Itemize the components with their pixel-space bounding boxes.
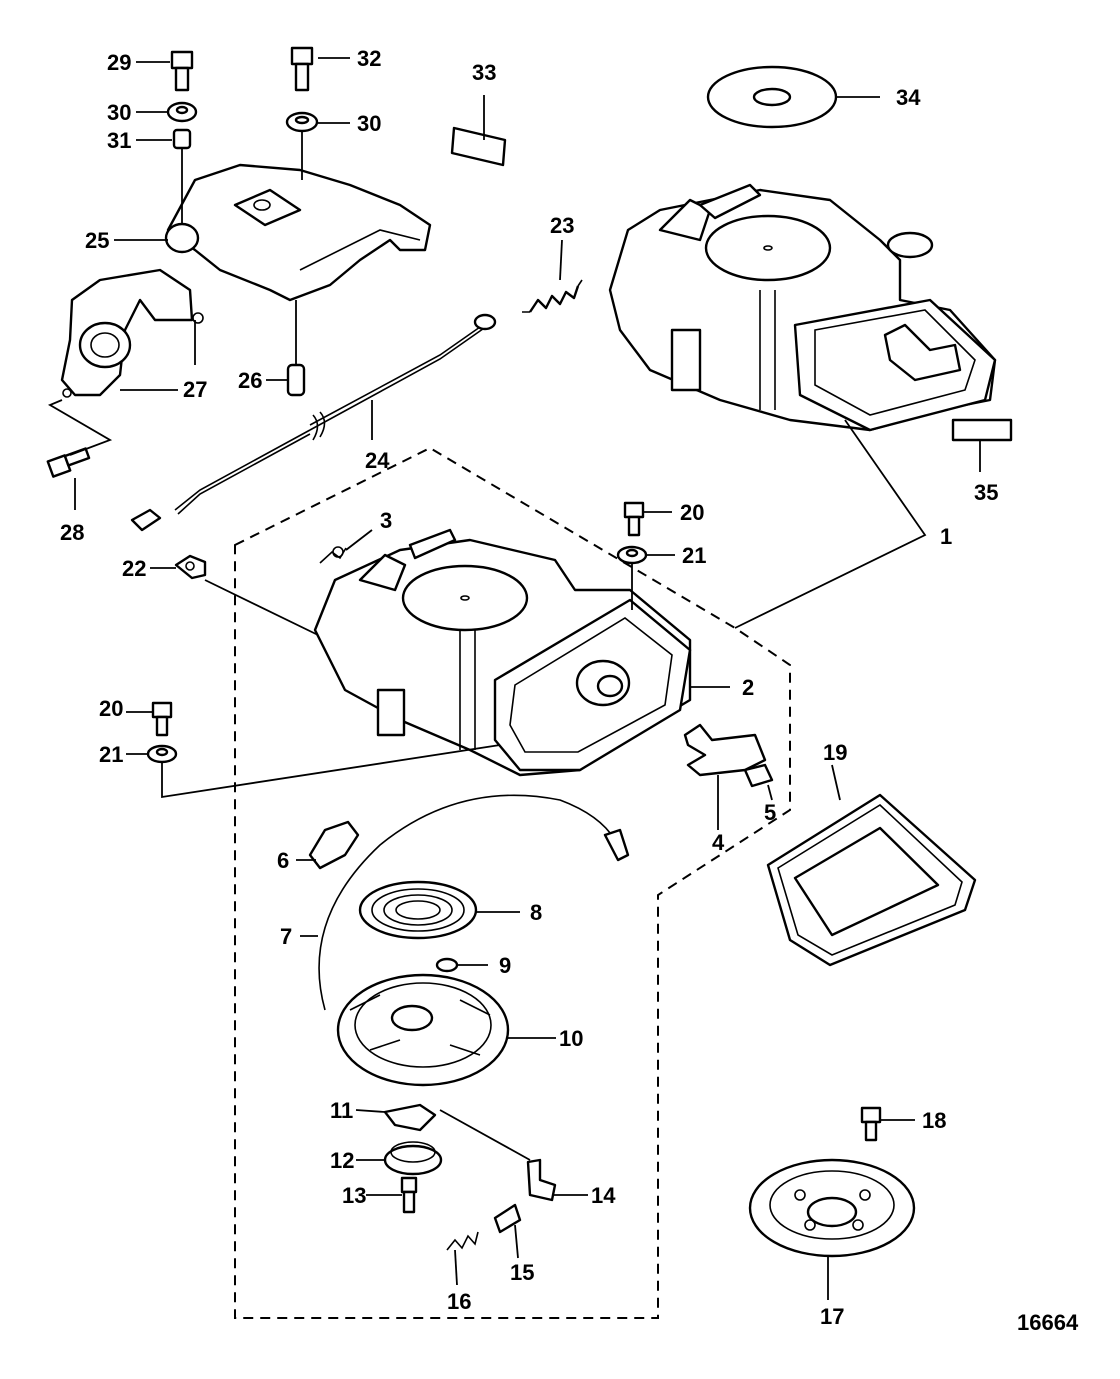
part-14-lever bbox=[526, 1158, 557, 1202]
callout-24: 24 bbox=[365, 448, 390, 473]
callout-33: 33 bbox=[472, 60, 496, 85]
part-11-pawl-plate bbox=[383, 1103, 437, 1132]
part-7-rope bbox=[318, 794, 630, 1011]
leader-lines bbox=[47, 57, 981, 1300]
part-31-bushing bbox=[172, 128, 192, 150]
callout-22: 22 bbox=[122, 556, 146, 581]
subassembly-boundary bbox=[234, 446, 791, 1319]
part-28-bolt bbox=[46, 447, 91, 478]
callout-7: 7 bbox=[280, 924, 292, 949]
callout-25: 25 bbox=[85, 228, 109, 253]
part-20-bolt-upper bbox=[623, 501, 645, 537]
callout-30-right: 30 bbox=[357, 111, 381, 136]
part-30-washer-left bbox=[166, 101, 198, 123]
callout-3: 3 bbox=[380, 508, 392, 533]
callout-21-lower: 21 bbox=[99, 742, 123, 767]
part-23-spring bbox=[522, 279, 583, 313]
callout-9: 9 bbox=[499, 953, 511, 978]
part-30-washer-right bbox=[285, 111, 319, 133]
part-21-washer-upper bbox=[616, 545, 648, 565]
callout-35: 35 bbox=[974, 480, 998, 505]
part-18-bolt bbox=[860, 1106, 882, 1142]
part-21-washer-lower bbox=[146, 744, 178, 764]
callout-18: 18 bbox=[922, 1108, 946, 1133]
callouts: 29 30 31 32 30 33 34 23 25 26 27 24 35 2… bbox=[60, 46, 998, 1329]
callout-31: 31 bbox=[107, 128, 131, 153]
part-34-disc bbox=[706, 65, 838, 129]
callout-23: 23 bbox=[550, 213, 574, 238]
part-35-label bbox=[951, 418, 1013, 442]
callout-26: 26 bbox=[238, 368, 262, 393]
callout-27: 27 bbox=[183, 377, 207, 402]
callout-8: 8 bbox=[530, 900, 542, 925]
callout-13: 13 bbox=[342, 1183, 366, 1208]
part-9-clip bbox=[435, 957, 459, 973]
callout-6: 6 bbox=[277, 848, 289, 873]
part-8-spring bbox=[358, 880, 478, 940]
callout-5: 5 bbox=[764, 800, 776, 825]
callout-32: 32 bbox=[357, 46, 381, 71]
part-5-insert bbox=[743, 763, 774, 788]
callout-19: 19 bbox=[823, 740, 847, 765]
callout-1: 1 bbox=[940, 524, 952, 549]
part-3-spring-clip bbox=[319, 546, 347, 564]
callout-28: 28 bbox=[60, 520, 84, 545]
callout-4: 4 bbox=[712, 830, 725, 855]
callout-29: 29 bbox=[107, 50, 131, 75]
part-12-cap bbox=[383, 1141, 443, 1176]
callout-34: 34 bbox=[896, 85, 921, 110]
callout-12: 12 bbox=[330, 1148, 354, 1173]
part-10-pulley bbox=[336, 973, 510, 1087]
part-15-spring bbox=[493, 1203, 522, 1234]
callout-17: 17 bbox=[820, 1304, 844, 1329]
callout-10: 10 bbox=[559, 1026, 583, 1051]
figure-number: 16664 bbox=[1017, 1310, 1079, 1335]
callout-30-left: 30 bbox=[107, 100, 131, 125]
part-24-cable bbox=[130, 313, 497, 532]
part-33-decal bbox=[450, 126, 507, 167]
part-22-plate bbox=[174, 554, 207, 580]
part-17-hub bbox=[748, 1158, 916, 1258]
part-19-gasket bbox=[766, 793, 977, 967]
part-26-sleeve bbox=[286, 363, 306, 397]
part-29-bolt bbox=[170, 50, 194, 92]
callout-11: 11 bbox=[330, 1098, 353, 1123]
callout-14: 14 bbox=[591, 1183, 616, 1208]
callout-16: 16 bbox=[447, 1289, 471, 1314]
part-13-screw bbox=[400, 1176, 418, 1214]
callout-15: 15 bbox=[510, 1260, 534, 1285]
part-2-housing bbox=[313, 528, 692, 777]
callout-20-upper: 20 bbox=[680, 500, 704, 525]
callout-21-upper: 21 bbox=[682, 543, 706, 568]
part-16-spring bbox=[446, 1231, 479, 1251]
part-27-bracket bbox=[60, 268, 204, 398]
part-1-housing bbox=[608, 183, 997, 432]
callout-2: 2 bbox=[742, 675, 754, 700]
part-20-bolt-lower bbox=[151, 701, 173, 737]
part-32-bolt bbox=[290, 46, 314, 92]
callout-20-lower: 20 bbox=[99, 696, 123, 721]
part-25-cover bbox=[164, 163, 432, 302]
part-6-pawl bbox=[308, 820, 360, 870]
